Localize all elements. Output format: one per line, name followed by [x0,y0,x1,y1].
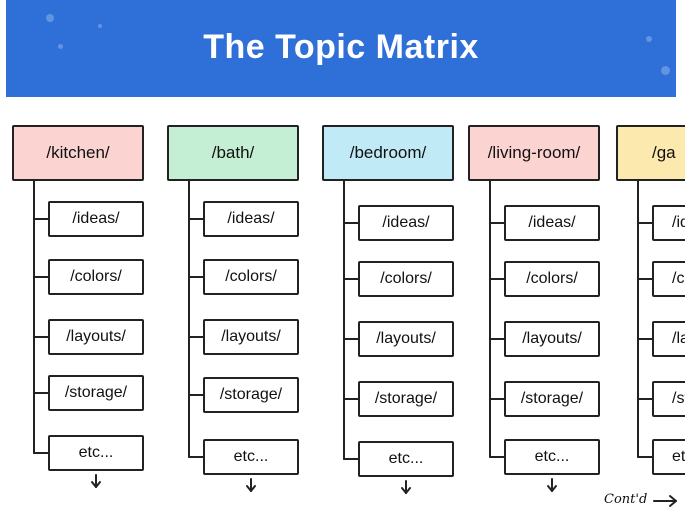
subtopic-box: etc... [203,439,299,475]
subtopic-box: /ideas/ [358,205,454,241]
column-living-room: /living-room/ /ideas/ /colors/ /layouts/… [468,97,618,532]
page-title: The Topic Matrix [203,28,479,66]
title-banner: The Topic Matrix [6,0,676,97]
subtopic-box: /storage/ [48,375,144,411]
subtopic-box: /colors/ [358,261,454,297]
subtopic-box: /layouts/ [48,319,144,355]
column-garden-partial: /ga /id /co /la /st et [616,97,685,532]
category-box-bedroom: /bedroom/ [322,125,454,181]
subtopic-box: /layouts/ [203,319,299,355]
subtopic-box: etc... [48,435,144,471]
continued-arrow-head [669,495,677,502]
subtopic-box: etc... [504,439,600,475]
down-arrow-head [547,485,553,492]
subtopic-box: /st [652,381,685,417]
connector-lines [33,180,677,507]
subtopic-box: /layouts/ [504,321,600,357]
subtopic-box: /id [652,205,685,241]
column-bath: /bath/ /ideas/ /colors/ /layouts/ /stora… [167,97,317,532]
subtopic-box: /co [652,261,685,297]
subtopic-box: /ideas/ [504,205,600,241]
subtopic-box: /colors/ [48,259,144,295]
category-box-bath: /bath/ [167,125,299,181]
column-kitchen: /kitchen/ /ideas/ /colors/ /layouts/ /st… [12,97,162,532]
column-bedroom: /bedroom/ /ideas/ /colors/ /layouts/ /st… [322,97,472,532]
down-arrow-head [551,485,557,492]
decor-dot [646,36,652,42]
subtopic-box: etc... [358,441,454,477]
decor-dot [58,44,63,49]
category-box-living-room: /living-room/ [468,125,600,181]
subtopic-box: /la [652,321,685,357]
subtopic-box: /ideas/ [203,201,299,237]
decor-dot [661,66,670,75]
down-arrow-head [246,485,252,492]
category-box-garden: /ga [616,125,685,181]
subtopic-box: /storage/ [358,381,454,417]
subtopic-box: /colors/ [203,259,299,295]
subtopic-box: /ideas/ [48,201,144,237]
continued-label: Cont'd [604,492,648,507]
subtopic-box: /storage/ [203,377,299,413]
down-arrow-head [405,487,411,494]
subtopic-box: /layouts/ [358,321,454,357]
down-arrow-head [401,487,407,494]
subtopic-box: et [652,439,685,475]
continued-arrow-head [669,500,677,507]
subtopic-box: /storage/ [504,381,600,417]
down-arrow-head [95,481,101,488]
category-box-kitchen: /kitchen/ [12,125,144,181]
down-arrow-head [250,485,256,492]
subtopic-box: /colors/ [504,261,600,297]
decor-dot [46,14,54,22]
down-arrow-head [91,481,97,488]
decor-dot [98,24,102,28]
topic-matrix-diagram: /kitchen/ /ideas/ /colors/ /layouts/ /st… [0,97,685,532]
